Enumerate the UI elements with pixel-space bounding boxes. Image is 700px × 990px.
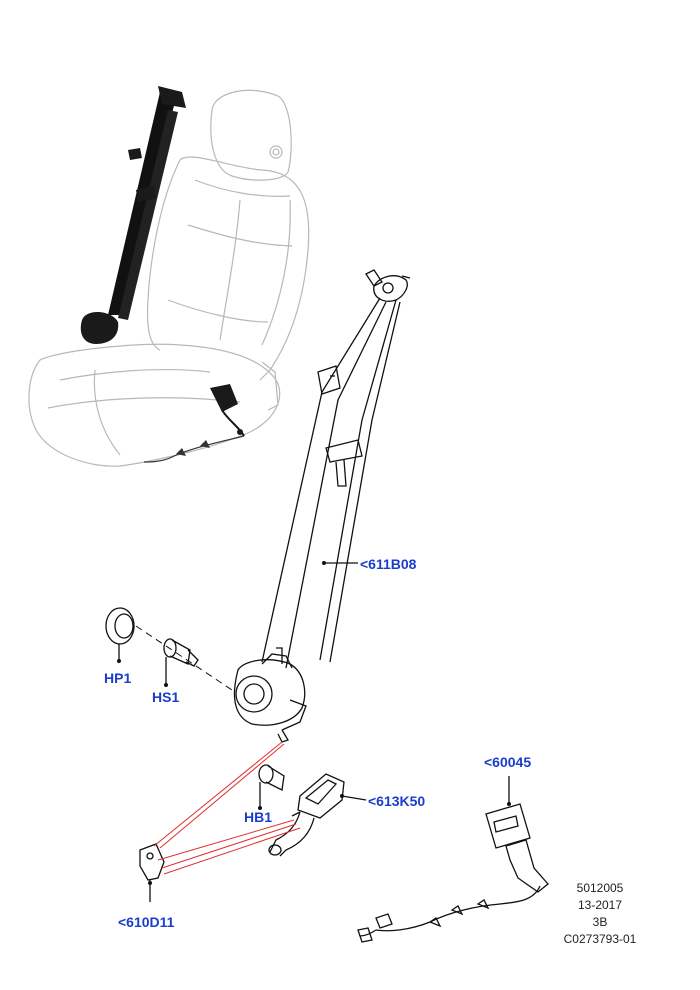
buckle-stalk-drawing — [268, 773, 367, 857]
callout-buckle-stalk[interactable]: <613K50 — [368, 793, 426, 809]
reference-block: 5012005 13-2017 3B C0273793-01 — [545, 880, 655, 948]
callout-bolt-lower[interactable]: HB1 — [244, 809, 273, 825]
reference-line-2: 13-2017 — [577, 898, 623, 912]
bolt-upper-drawing — [163, 638, 199, 684]
callout-belt-assembly[interactable]: <611B08 — [360, 556, 417, 572]
callout-plug[interactable]: HP1 — [104, 670, 132, 686]
ghosted-seat-belt — [80, 86, 245, 463]
callout-bolt-upper[interactable]: HS1 — [152, 689, 180, 705]
reference-line-1: 5012005 — [576, 881, 624, 895]
plug-drawing — [105, 607, 135, 660]
belt-assembly-pointer-dot — [322, 561, 326, 565]
belt-assembly-drawing — [233, 269, 411, 743]
buckle-harness-drawing — [357, 776, 549, 943]
red-leader-lines — [153, 741, 301, 875]
axis-dashed-line — [135, 625, 233, 691]
ghosted-seat — [28, 89, 310, 467]
callout-bracket[interactable]: <610D11 — [118, 914, 175, 930]
reference-line-3: 3B — [592, 915, 608, 929]
reference-line-4: C0273793-01 — [563, 932, 637, 946]
bolt-lower-drawing — [258, 764, 285, 808]
bracket-drawing — [139, 843, 165, 902]
callout-buckle-harness[interactable]: <60045 — [484, 754, 532, 770]
